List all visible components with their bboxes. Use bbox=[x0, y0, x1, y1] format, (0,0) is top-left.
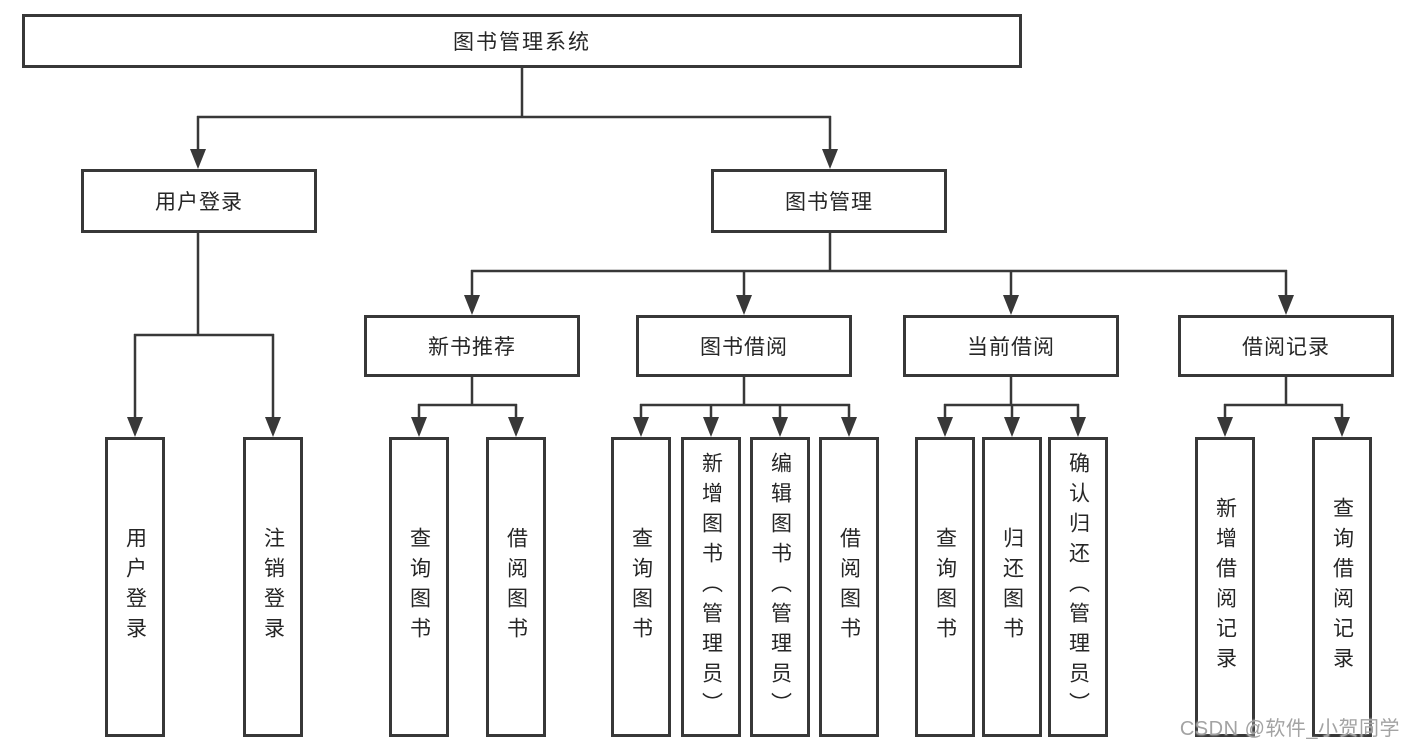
node-root: 图书管理系统 bbox=[22, 14, 1022, 68]
leaf-user-login-label: 用户登录 bbox=[123, 527, 147, 647]
node-current-borrowing-label: 当前借阅 bbox=[967, 336, 1055, 359]
arrowhead-icon bbox=[127, 417, 143, 437]
leaf-query-book-recommend: 查询图书 bbox=[389, 437, 449, 737]
node-root-label: 图书管理系统 bbox=[453, 31, 591, 54]
node-current-borrowing: 当前借阅 bbox=[903, 315, 1119, 377]
leaf-borrow-book-recommend: 借阅图书 bbox=[486, 437, 546, 737]
arrowhead-icon bbox=[1278, 295, 1294, 315]
arrowhead-icon bbox=[508, 417, 524, 437]
node-book-borrowing: 图书借阅 bbox=[636, 315, 852, 377]
arrowhead-icon bbox=[411, 417, 427, 437]
leaf-query-borrow-record-label: 查询借阅记录 bbox=[1330, 497, 1354, 677]
arrowhead-icon bbox=[265, 417, 281, 437]
arrowhead-icon bbox=[1004, 417, 1020, 437]
node-borrowing-records-label: 借阅记录 bbox=[1242, 336, 1330, 359]
leaf-borrow-book: 借阅图书 bbox=[819, 437, 879, 737]
leaf-edit-book-admin: 编辑图书（管理员） bbox=[750, 437, 810, 737]
node-borrowing-records: 借阅记录 bbox=[1178, 315, 1394, 377]
arrowhead-icon bbox=[772, 417, 788, 437]
node-book-borrowing-label: 图书借阅 bbox=[700, 336, 788, 359]
leaf-add-book-admin-label: 新增图书（管理员） bbox=[699, 452, 723, 722]
leaf-borrow-book-recommend-label: 借阅图书 bbox=[504, 527, 528, 647]
arrowhead-icon bbox=[736, 295, 752, 315]
leaf-query-book-borrowing-label: 查询图书 bbox=[629, 527, 653, 647]
node-user-login-label: 用户登录 bbox=[155, 191, 243, 214]
node-new-book-recommend-label: 新书推荐 bbox=[428, 336, 516, 359]
arrowhead-icon bbox=[937, 417, 953, 437]
watermark: CSDN @软件_小贺同学 bbox=[1179, 718, 1400, 740]
arrowhead-icon bbox=[1003, 295, 1019, 315]
leaf-add-book-admin: 新增图书（管理员） bbox=[681, 437, 741, 737]
leaf-borrow-book-label: 借阅图书 bbox=[837, 527, 861, 647]
leaf-return-book-label: 归还图书 bbox=[1000, 527, 1024, 647]
leaf-confirm-return-admin: 确认归还（管理员） bbox=[1048, 437, 1108, 737]
arrowhead-icon bbox=[633, 417, 649, 437]
arrowhead-icon bbox=[703, 417, 719, 437]
leaf-query-book-borrowing: 查询图书 bbox=[611, 437, 671, 737]
arrowhead-icon bbox=[822, 149, 838, 169]
arrowhead-icon bbox=[841, 417, 857, 437]
node-book-management-label: 图书管理 bbox=[785, 191, 873, 214]
leaf-query-book-recommend-label: 查询图书 bbox=[407, 527, 431, 647]
leaf-query-book-current-label: 查询图书 bbox=[933, 527, 957, 647]
leaf-add-borrow-record-label: 新增借阅记录 bbox=[1213, 497, 1237, 677]
leaf-confirm-return-admin-label: 确认归还（管理员） bbox=[1066, 452, 1090, 722]
leaf-user-login: 用户登录 bbox=[105, 437, 165, 737]
arrowhead-icon bbox=[1217, 417, 1233, 437]
arrowhead-icon bbox=[464, 295, 480, 315]
leaf-edit-book-admin-label: 编辑图书（管理员） bbox=[768, 452, 792, 722]
leaf-return-book: 归还图书 bbox=[982, 437, 1042, 737]
node-book-management: 图书管理 bbox=[711, 169, 947, 233]
leaf-logout-label: 注销登录 bbox=[261, 527, 285, 647]
leaf-logout: 注销登录 bbox=[243, 437, 303, 737]
arrowhead-icon bbox=[1070, 417, 1086, 437]
arrowhead-icon bbox=[190, 149, 206, 169]
leaf-query-book-current: 查询图书 bbox=[915, 437, 975, 737]
node-new-book-recommend: 新书推荐 bbox=[364, 315, 580, 377]
arrowhead-icon bbox=[1334, 417, 1350, 437]
node-user-login: 用户登录 bbox=[81, 169, 317, 233]
arrowheads bbox=[127, 149, 1350, 437]
leaf-query-borrow-record: 查询借阅记录 bbox=[1312, 437, 1372, 737]
connector-path bbox=[133, 68, 1344, 419]
leaf-add-borrow-record: 新增借阅记录 bbox=[1195, 437, 1255, 737]
